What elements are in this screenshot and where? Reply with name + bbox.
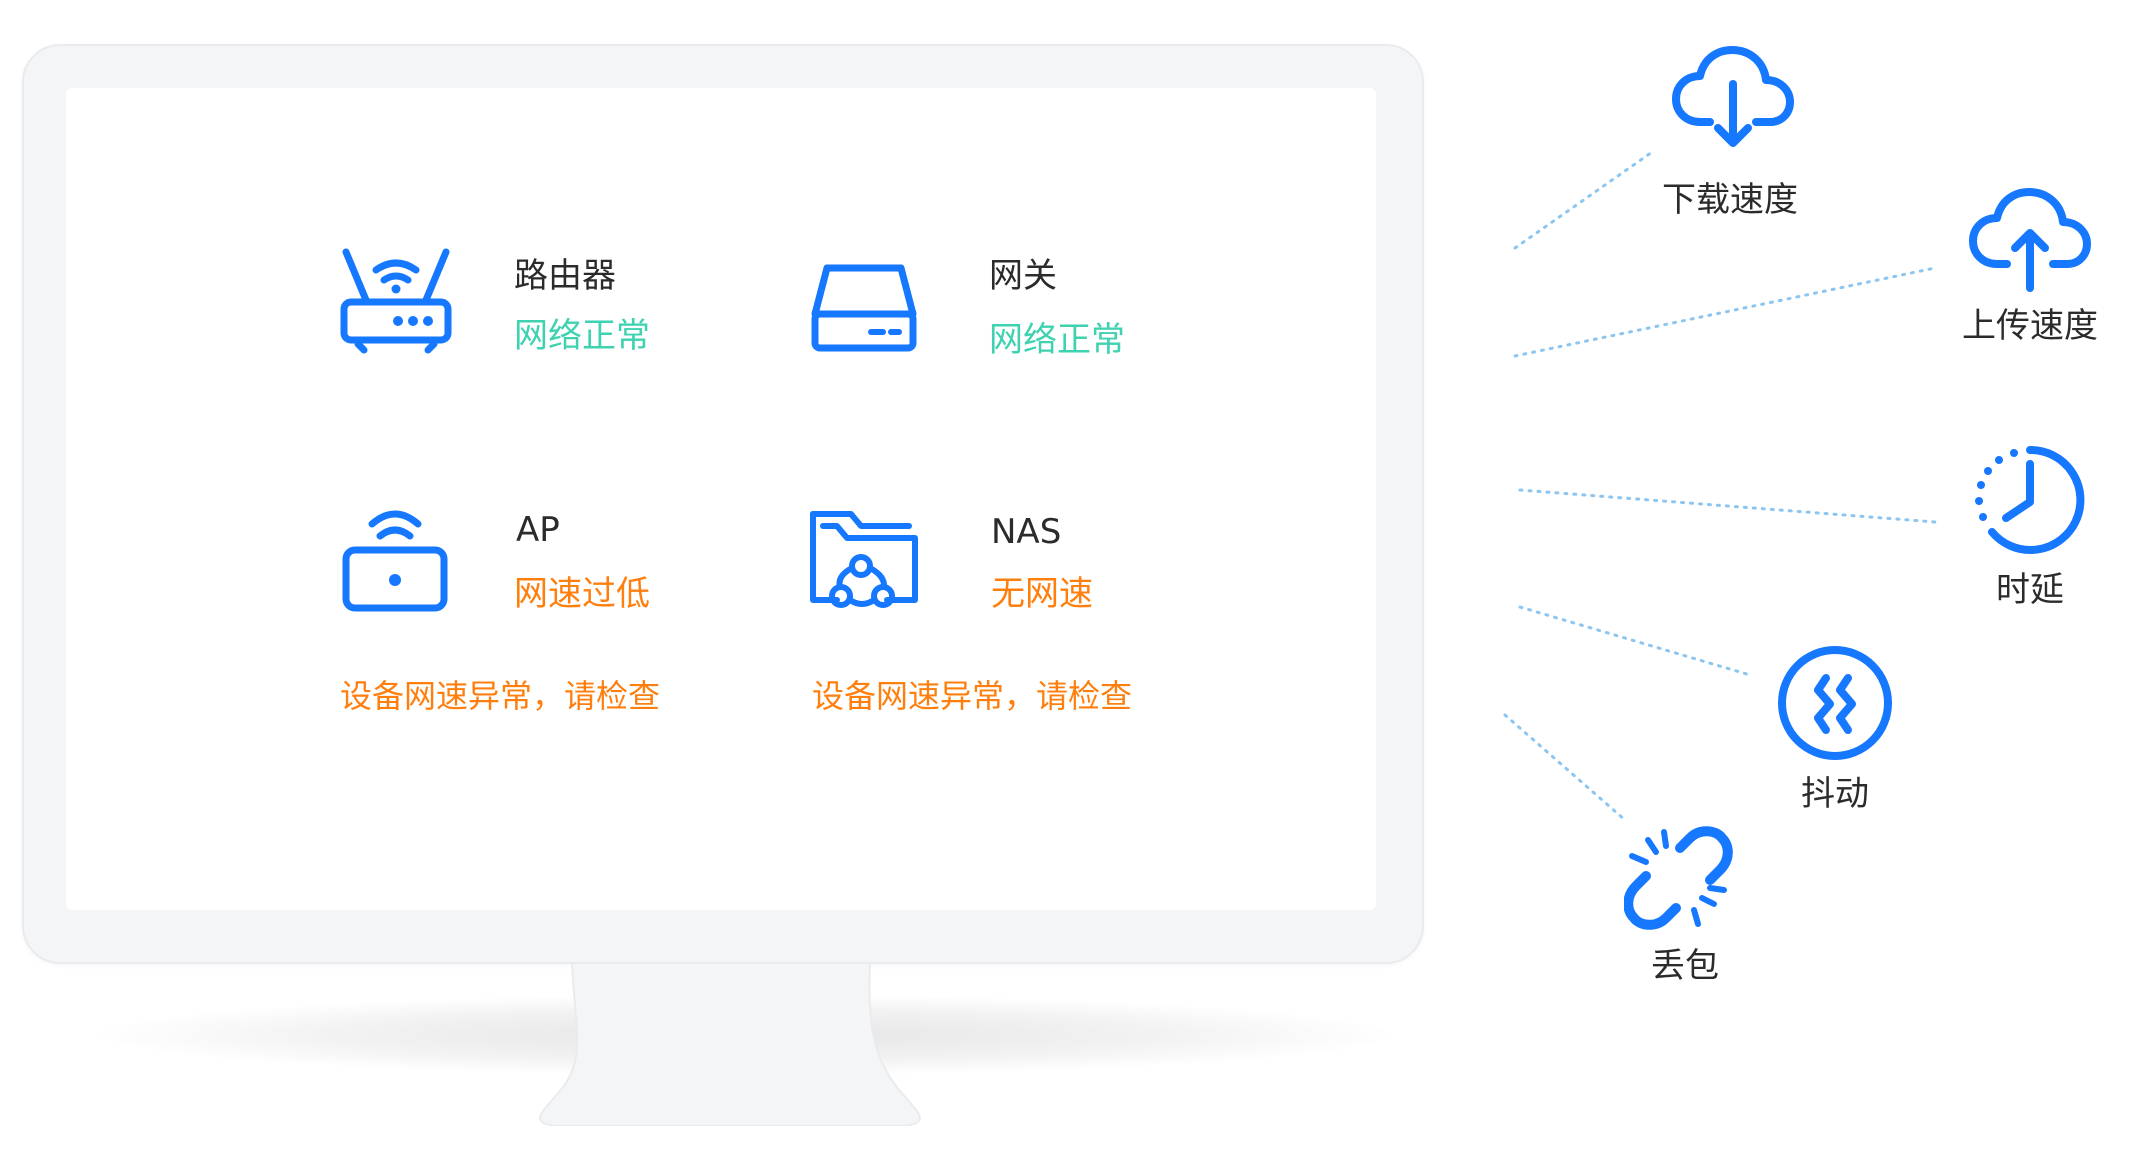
- metric-label: 下载速度: [1662, 180, 1798, 220]
- connector-packet-loss: [1503, 713, 1627, 822]
- metric-label: 抖动: [1801, 774, 1869, 814]
- monitor-stand: [538, 963, 922, 1126]
- clock-icon: [1975, 445, 2085, 554]
- nas-warning-text: 设备网速异常，请检查: [812, 677, 1133, 715]
- device-ap[interactable]: AP 网速过低: [330, 500, 710, 630]
- device-router[interactable]: 路由器 网络正常: [330, 240, 710, 370]
- broken-link-icon: [1624, 826, 1733, 930]
- metric-upload-speed[interactable]: 上传速度: [1945, 186, 2115, 356]
- metric-label: 时延: [1996, 570, 2064, 610]
- router-icon: [340, 248, 452, 354]
- metric-jitter[interactable]: 抖动: [1760, 644, 1910, 824]
- metric-packet-loss[interactable]: 丢包: [1610, 826, 1760, 996]
- connector-jitter: [1518, 605, 1752, 677]
- device-status: 网络正常: [514, 316, 650, 356]
- jitter-icon: [1778, 646, 1892, 760]
- ap-warning-text: 设备网速异常，请检查: [340, 677, 661, 715]
- gateway-icon: [811, 264, 917, 352]
- cloud-download-icon: [1672, 46, 1794, 147]
- metric-latency[interactable]: 时延: [1950, 440, 2110, 620]
- device-status: 网速过低: [514, 574, 650, 614]
- connector-upload: [1513, 266, 1937, 358]
- metric-download-speed[interactable]: 下载速度: [1650, 44, 1810, 229]
- metric-label: 丢包: [1651, 946, 1719, 986]
- device-name: NAS: [991, 512, 1062, 552]
- connector-download: [1513, 148, 1657, 250]
- device-name: AP: [516, 510, 560, 550]
- device-status: 网络正常: [989, 320, 1125, 360]
- nas-folder-icon: [810, 511, 918, 608]
- connector-latency: [1518, 488, 1937, 524]
- access-point-icon: [342, 510, 448, 612]
- device-gateway[interactable]: 网关 网络正常: [805, 240, 1185, 370]
- device-status: 无网速: [991, 574, 1093, 614]
- device-name: 网关: [989, 256, 1057, 296]
- monitor-screen: [66, 88, 1376, 910]
- device-nas[interactable]: NAS 无网速: [805, 500, 1185, 630]
- cloud-upload-icon: [1969, 188, 2091, 292]
- device-name: 路由器: [514, 256, 616, 296]
- metric-label: 上传速度: [1962, 306, 2098, 346]
